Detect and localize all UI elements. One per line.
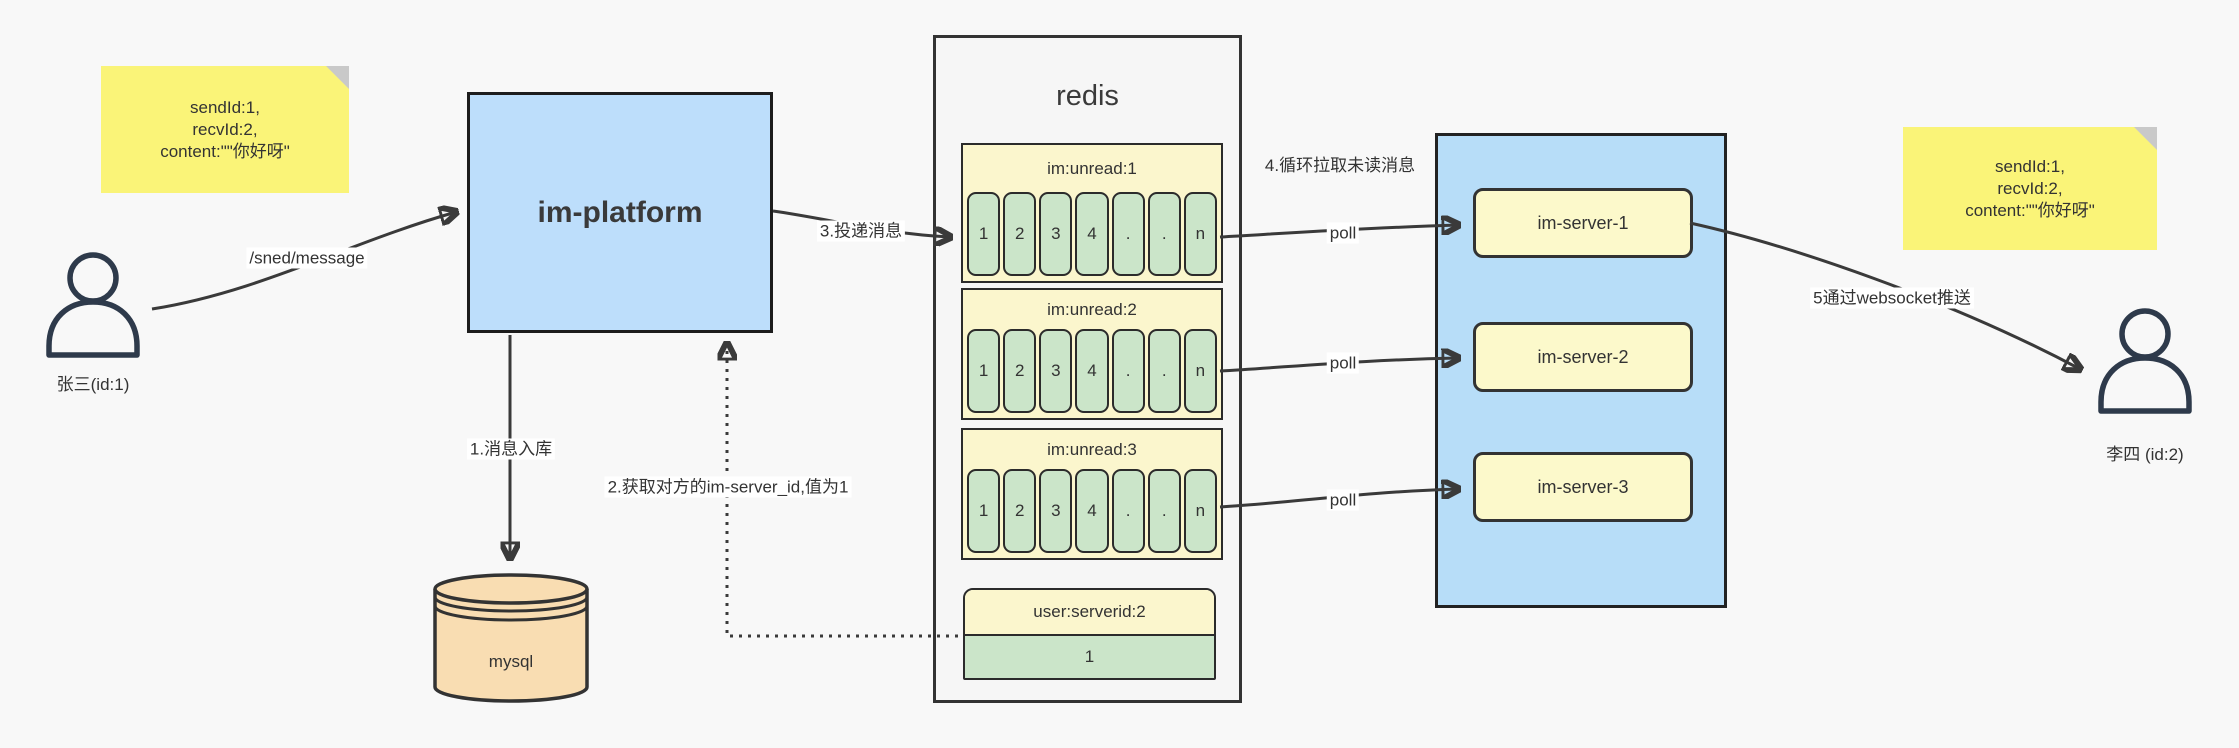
queue-cell: n <box>1183 192 1217 276</box>
im-server-3-label: im-server-3 <box>1537 476 1629 497</box>
im-platform-label: im-platform <box>537 195 703 229</box>
im-platform-box: im-platform <box>467 92 773 333</box>
sticky-note-right: sendId:1, recvId:2, content:""你好呀" <box>1903 127 2157 250</box>
receiver-label: 李四 (id:2) <box>2106 445 2184 464</box>
queue-cell: 3 <box>1039 469 1073 553</box>
queue-cell: 2 <box>1003 469 1037 553</box>
queue-cell: 3 <box>1039 192 1073 276</box>
queue-cell: . <box>1147 192 1181 276</box>
im-server-1-box: im-server-1 <box>1473 188 1693 258</box>
mysql-label: mysql <box>488 652 534 671</box>
queue-im-unread-2: im:unread:2 1 2 3 4 . . n <box>961 288 1223 420</box>
note-line: recvId:2, <box>1997 178 2063 198</box>
note-line: sendId:1, <box>1995 156 2065 176</box>
queue-cell: 4 <box>1075 192 1109 276</box>
queue-header: im:unread:2 <box>1047 299 1137 319</box>
redis-title: redis <box>1056 80 1119 112</box>
queue-cell: 1 <box>967 469 1001 553</box>
queue-cells: 1 2 3 4 . . n <box>963 192 1221 281</box>
queue-cells: 1 2 3 4 . . n <box>963 469 1221 558</box>
edge-label-poll-3: poll <box>1326 489 1360 511</box>
im-server-3-box: im-server-3 <box>1473 452 1693 522</box>
edge-label-poll-1: poll <box>1326 222 1360 244</box>
note-line: content:""你好呀" <box>1965 200 2095 220</box>
person-icon-receiver <box>2098 308 2192 414</box>
sticky-note-left: sendId:1, recvId:2, content:""你好呀" <box>101 66 349 193</box>
queue-cell: 3 <box>1039 329 1073 413</box>
edge-label-poll-2: poll <box>1326 352 1360 374</box>
im-server-group: im-server-1 im-server-2 im-server-3 <box>1435 133 1727 608</box>
queue-cell: 2 <box>1003 329 1037 413</box>
queue-im-unread-3: im:unread:3 1 2 3 4 . . n <box>961 428 1223 560</box>
queue-cell: . <box>1111 469 1145 553</box>
redis-panel: redis im:unread:1 1 2 3 4 . . n im:unrea… <box>933 35 1242 703</box>
queue-cell: . <box>1111 329 1145 413</box>
queue-cell: n <box>1183 329 1217 413</box>
queue-header: im:unread:1 <box>1047 158 1137 178</box>
queue-cells: 1 2 3 4 . . n <box>963 329 1221 418</box>
user-serverid-value: 1 <box>965 634 1214 678</box>
queue-cell: 4 <box>1075 329 1109 413</box>
queue-header: im:unread:3 <box>1047 439 1137 459</box>
note-line: sendId:1, <box>190 97 260 117</box>
queue-cell: 1 <box>967 329 1001 413</box>
edge-label-step2: 2.获取对方的im-server_id,值为1 <box>604 476 852 498</box>
edge-label-step3: 3.投递消息 <box>816 220 906 242</box>
user-serverid-box: user:serverid:2 1 <box>963 588 1216 680</box>
edge-label-send-message: /sned/message <box>246 247 368 269</box>
note-line: recvId:2, <box>192 119 258 139</box>
note-fold-corner <box>2134 127 2157 150</box>
queue-cell: . <box>1147 329 1181 413</box>
user-serverid-key: user:serverid:2 <box>965 590 1214 634</box>
note-fold-corner <box>326 66 349 89</box>
edge-label-step5: 5通过websocket推送 <box>1810 287 1974 309</box>
edge-label-step1: 1.消息入库 <box>466 438 556 460</box>
queue-im-unread-1: im:unread:1 1 2 3 4 . . n <box>961 143 1223 283</box>
queue-cell: . <box>1147 469 1181 553</box>
queue-cell: n <box>1183 469 1217 553</box>
sender-label: 张三(id:1) <box>56 375 130 394</box>
im-server-2-box: im-server-2 <box>1473 322 1693 392</box>
queue-cell: 4 <box>1075 469 1109 553</box>
mysql-cylinder-icon <box>433 573 589 703</box>
im-server-1-label: im-server-1 <box>1537 212 1629 233</box>
queue-cell: 1 <box>967 192 1001 276</box>
note-line: content:""你好呀" <box>160 141 290 161</box>
queue-cell: . <box>1111 192 1145 276</box>
person-icon-sender <box>46 252 140 358</box>
edge-label-step4: 4.循环拉取未读消息 <box>1264 156 1416 175</box>
queue-cell: 2 <box>1003 192 1037 276</box>
im-server-2-label: im-server-2 <box>1537 346 1629 367</box>
